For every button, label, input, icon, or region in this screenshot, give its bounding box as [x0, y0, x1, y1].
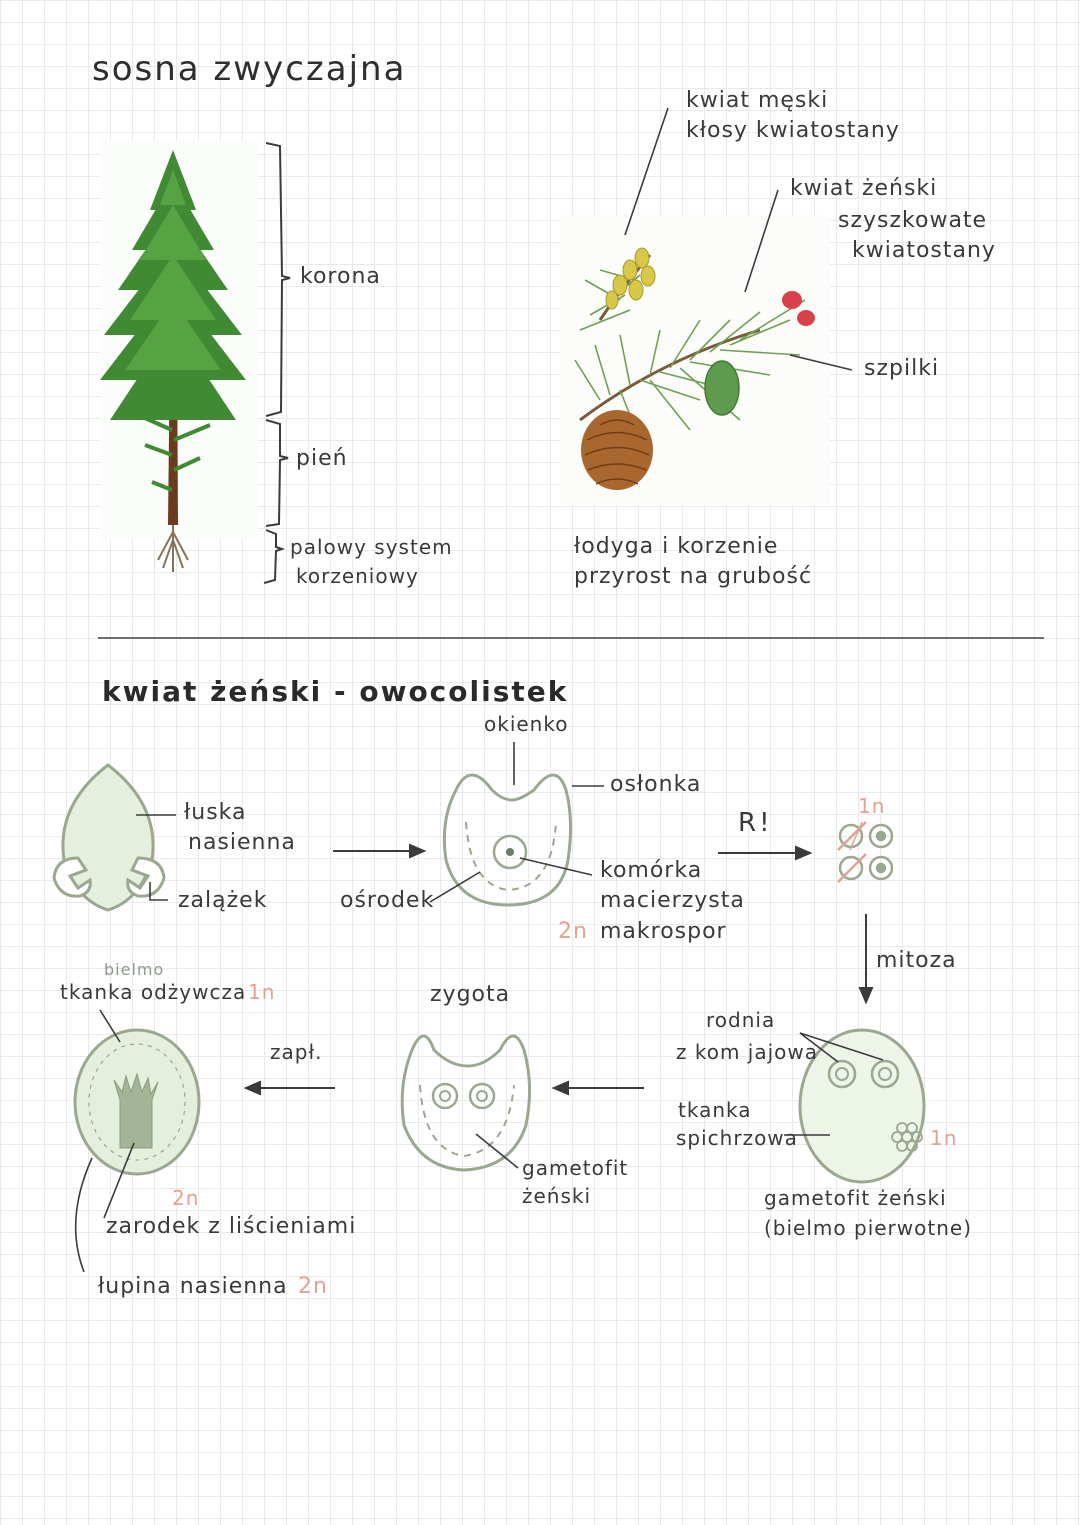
label-roots-1: palowy system	[290, 535, 453, 559]
label-female-2: szyszkowate	[838, 208, 988, 233]
label-ploidy-1n-gametophyte: 1n	[930, 1126, 958, 1150]
arrow-1	[333, 843, 427, 859]
label-needles: szpilki	[864, 356, 940, 381]
label-roots-2: korzeniowy	[296, 564, 419, 588]
label-ovule: zalążek	[178, 888, 268, 913]
label-ploidy-embryo: 2n	[172, 1186, 200, 1210]
label-zyg-gametophyte-1: gametofit	[522, 1156, 629, 1180]
label-meiosis: R!	[738, 808, 773, 838]
arrow-meiosis	[718, 845, 813, 861]
ovule-drawing	[429, 742, 604, 907]
label-fertilization: zapł.	[270, 1040, 323, 1064]
label-mitosis: mitoza	[876, 948, 957, 973]
label-storage-2: spichrzowa	[676, 1126, 798, 1150]
label-nutritive-tissue: tkanka odżywcza	[60, 980, 247, 1004]
label-growth-2: przyrost na grubość	[574, 564, 813, 589]
label-scale-2: nasienna	[188, 830, 296, 855]
label-storage-1: tkanka	[678, 1098, 752, 1122]
label-growth-1: łodyga i korzenie	[574, 534, 779, 559]
branch-leader-lines	[624, 107, 853, 371]
tree-brackets	[263, 142, 291, 584]
seed-drawing	[73, 1009, 201, 1273]
zygote-drawing	[400, 1034, 532, 1172]
label-mother-cell-1: komórka	[600, 858, 703, 883]
seed-scale-drawing	[52, 763, 176, 912]
label-nucellus: ośrodek	[340, 888, 435, 913]
pine-tree-illustration	[100, 140, 258, 572]
gametophyte-drawing	[784, 1028, 926, 1184]
label-scale-1: łuska	[184, 800, 247, 825]
page-title: sosna zwyczajna	[92, 49, 407, 89]
section-heading: kwiat żeński - owocolistek	[102, 675, 569, 708]
label-male-2: kłosy kwiatostany	[686, 118, 900, 143]
label-endosperm-note: bielmo	[104, 960, 165, 979]
label-female-1: kwiat żeński	[790, 176, 938, 201]
label-ploidy-1n-tetrad: 1n	[858, 794, 886, 818]
label-gametophyte-1: gametofit żeński	[764, 1186, 947, 1210]
label-integument: osłonka	[610, 772, 702, 797]
arrow-fertilization	[243, 1080, 335, 1096]
label-male-1: kwiat męski	[686, 88, 829, 113]
label-micropyle: okienko	[484, 712, 569, 736]
label-zyg-gametophyte-2: żeński	[522, 1184, 592, 1208]
label-embryo: zarodek z liścieniami	[106, 1214, 357, 1239]
label-zygote: zygota	[430, 982, 511, 1007]
label-megaspore: makrospor	[600, 919, 727, 944]
arrow-mitosis	[858, 914, 874, 1005]
label-seed-coat: łupina nasienna	[98, 1274, 288, 1299]
label-gametophyte-2: (bielmo pierwotne)	[764, 1216, 972, 1240]
pine-branch-illustration	[560, 215, 830, 505]
label-trunk: pień	[296, 446, 348, 471]
label-crown: korona	[300, 264, 381, 289]
label-ploidy-2n-megaspore: 2n	[558, 919, 588, 944]
arrow-to-zygote	[551, 1080, 644, 1096]
label-mother-cell-2: macierzysta	[600, 888, 745, 913]
megaspore-tetrad	[837, 821, 894, 883]
label-ploidy-seed-coat: 2n	[298, 1274, 328, 1299]
label-ploidy-nutritive: 1n	[248, 980, 276, 1004]
label-female-3: kwiatostany	[852, 238, 996, 263]
label-archegonium: rodnia	[706, 1008, 776, 1032]
label-egg-cell: z kom jajowa	[676, 1040, 819, 1064]
